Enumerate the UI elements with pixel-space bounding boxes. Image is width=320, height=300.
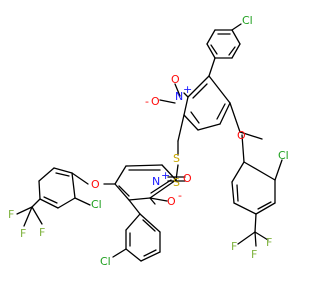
bond-lines xyxy=(16,23,283,262)
n-top-plus-label: + xyxy=(183,83,192,96)
n-bottom-plus-label: + xyxy=(161,169,170,182)
f-right-label-2: F xyxy=(251,248,257,261)
f-right-label-3: F xyxy=(266,236,272,249)
f-left-label-3: F xyxy=(39,226,45,239)
o-top-minus-sign: - xyxy=(145,95,149,108)
sulfur-label-1: S xyxy=(173,152,180,165)
f-right-label-1: F xyxy=(231,240,237,253)
cl-bottom-label: Cl xyxy=(100,255,111,268)
n-bottom-label: N xyxy=(152,175,160,188)
cl-top-label: Cl xyxy=(242,14,253,27)
cl-right-label: Cl xyxy=(278,149,289,162)
sulfur-label-2: S xyxy=(173,176,180,189)
o-top-minus-label: O xyxy=(151,95,160,108)
f-left-label-1: F xyxy=(20,227,26,240)
o-top-double-label: O xyxy=(171,73,180,86)
cl-left-label: Cl xyxy=(91,198,102,211)
molecule-structure-diagram: Cl N + O - O O Cl F F F S S O Cl F F F N… xyxy=(8,14,289,268)
o-bottom-minus-label: O xyxy=(167,195,176,208)
o-bottom-minus-sign: - xyxy=(178,189,182,202)
f-left-label-2: F xyxy=(8,208,14,221)
n-top-label: N xyxy=(175,90,183,103)
o-bottom-double-label: O xyxy=(183,172,192,185)
o-left-ether-label: O xyxy=(91,178,100,191)
o-right-ether-label: O xyxy=(237,129,246,142)
